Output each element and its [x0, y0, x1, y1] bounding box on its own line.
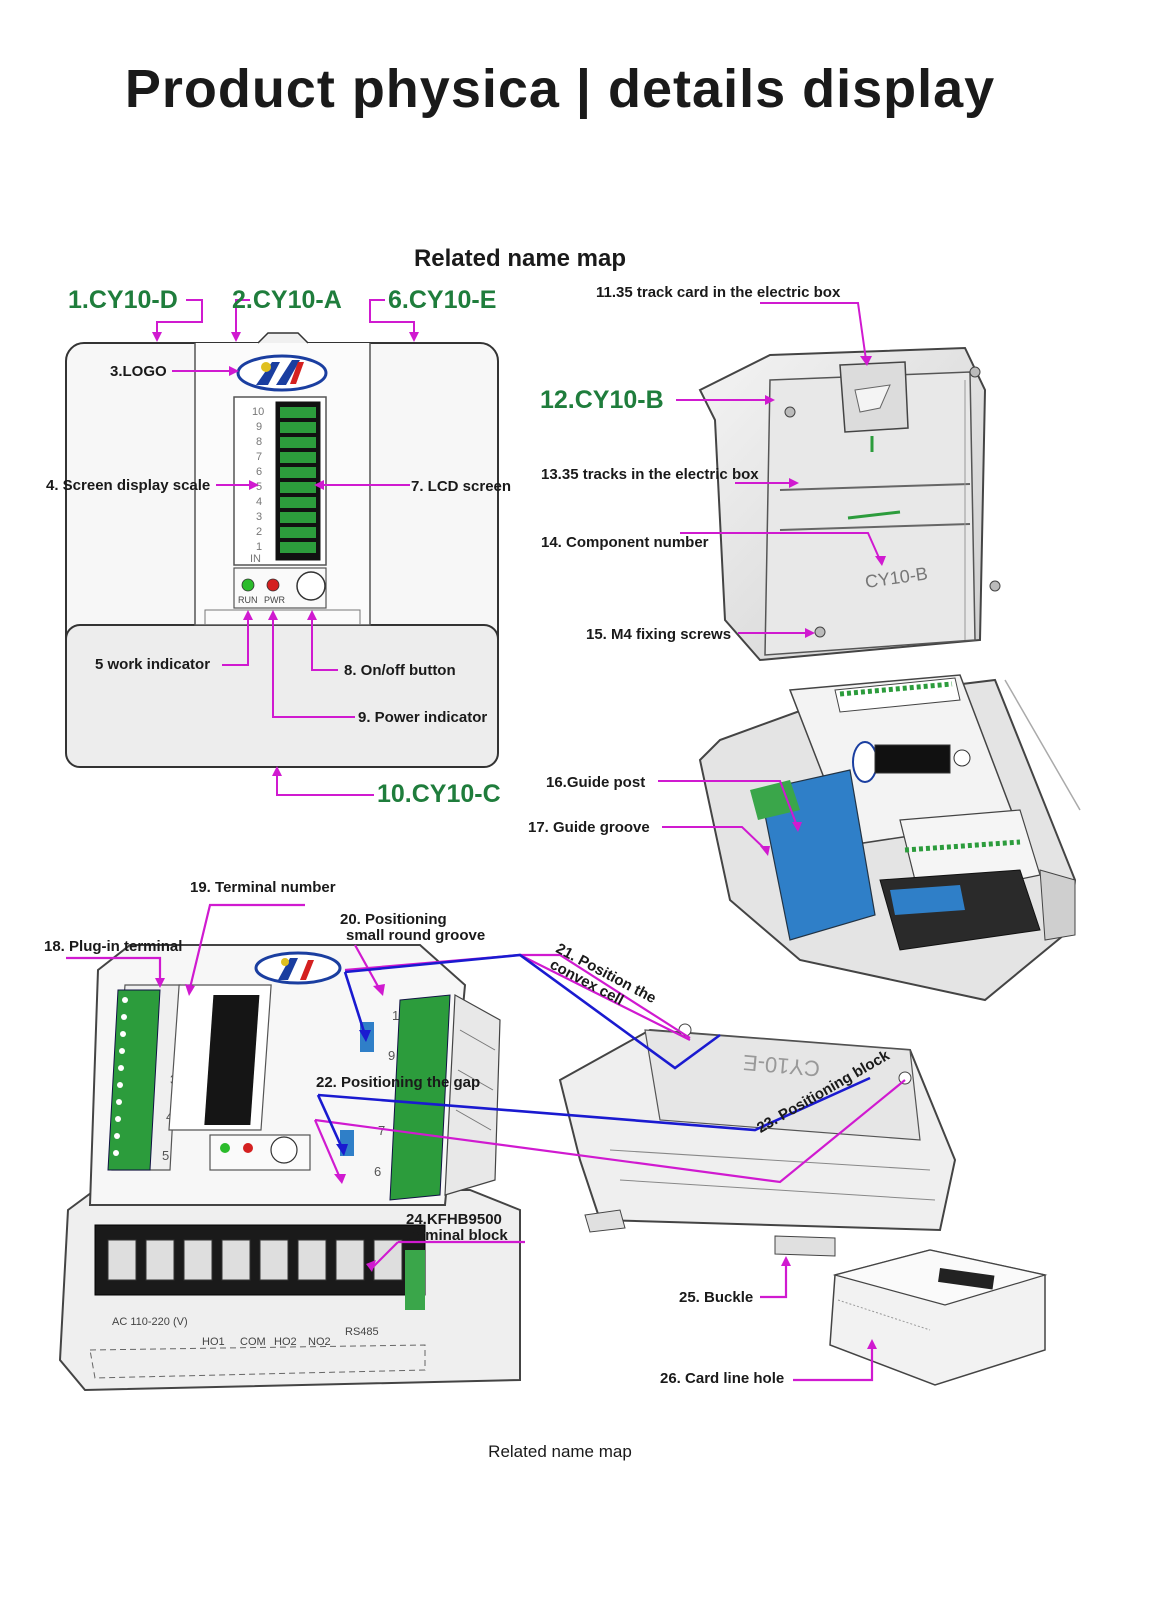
terminal-number: 7 — [378, 1123, 385, 1138]
front-view-device: 10 9 8 7 6 5 4 3 2 1 IN RUN PWR — [65, 332, 499, 768]
bottom-leaders-blue — [316, 953, 871, 1149]
strip-label: HO2 — [274, 1336, 297, 1348]
plug-terminal-pins — [113, 997, 128, 1156]
scale-tick: 1 — [256, 541, 262, 553]
back-view-device: CY10-B — [698, 346, 1001, 662]
screen-display-scale: 10 9 8 7 6 5 4 3 2 1 IN — [250, 406, 264, 565]
page-title: Product physica | details display — [124, 59, 996, 119]
strip-label: NO2 — [308, 1336, 331, 1348]
label-plug-in-terminal: 18. Plug-in terminal — [44, 938, 183, 955]
label-work-indicator: 5 work indicator — [95, 656, 211, 673]
front-view-leaders — [156, 299, 415, 796]
back-view-leaders — [676, 302, 881, 634]
strip-label: COM — [240, 1336, 266, 1348]
bottom-arrows-blue — [336, 1030, 371, 1156]
label-tracks-electric-box: 13.35 tracks in the electric box — [541, 466, 759, 483]
scale-tick: 8 — [256, 436, 262, 448]
code-cy10-b: 12.CY10-B — [540, 386, 664, 414]
code-cy10-d: 1.CY10-D — [68, 286, 178, 314]
power-led-icon — [266, 578, 280, 592]
scale-tick: 2 — [256, 526, 262, 538]
label-terminal-block-2: terminal block — [406, 1227, 508, 1244]
code-cy10-e: 6.CY10-E — [388, 286, 497, 314]
lcd-screen — [275, 401, 321, 561]
bottom-strip: AC 110-220 (V) HO1 COM HO2 NO2 RS485 — [112, 1316, 379, 1348]
label-guide-groove: 17. Guide groove — [528, 819, 650, 836]
logo-icon — [236, 354, 328, 392]
scale-tick: 7 — [256, 451, 262, 463]
label-on-off-button: 8. On/off button — [344, 662, 456, 679]
scale-tick: 9 — [256, 421, 262, 433]
card-module — [829, 1249, 1048, 1386]
terminal-device: 1 2 3 4 5 10 9 7 6 — [58, 944, 521, 1392]
label-track-card: 11.35 track card in the electric box — [596, 284, 841, 301]
scale-tick: 5 — [256, 481, 262, 493]
cy10-e-case: CY10-E — [558, 1023, 957, 1257]
label-card-line-hole: 26. Card line hole — [660, 1370, 785, 1387]
label-positioning-gap: 22. Positioning the gap — [316, 1074, 481, 1091]
strip-label: RS485 — [345, 1326, 379, 1338]
scale-unit: IN — [250, 553, 261, 565]
bottom-arrows — [155, 978, 877, 1349]
scale-tick: 6 — [256, 466, 262, 478]
code-cy10-c: 10.CY10-C — [377, 780, 501, 808]
back-view-arrows — [765, 356, 886, 638]
label-component-number: 14. Component number — [541, 534, 709, 551]
label-terminal-number: 19. Terminal number — [190, 879, 336, 896]
terminal-block-screws — [107, 1239, 403, 1281]
map-title: Related name map — [413, 245, 627, 272]
label-logo: 3.LOGO — [110, 363, 167, 380]
label-m4-fixing-screws: 15. M4 fixing screws — [586, 626, 732, 643]
label-positioning-groove-1: 20. Positioning — [340, 911, 447, 928]
label-power-indicator: 9. Power indicator — [358, 709, 488, 726]
footer-caption: Related name map — [488, 1442, 632, 1461]
terminal-number: 5 — [162, 1148, 169, 1163]
din-leaders — [658, 780, 798, 851]
scale-tick: 4 — [256, 496, 262, 508]
din-arrows — [760, 822, 802, 856]
strip-label: HO1 — [202, 1336, 225, 1348]
on-off-button-icon — [296, 571, 326, 601]
label-terminal-block-1: 24.KFHB9500 — [406, 1211, 502, 1228]
label-guide-post: 16.Guide post — [546, 774, 646, 791]
label-screen-display-scale: 4. Screen display scale — [46, 477, 211, 494]
label-lcd-screen: 7. LCD screen — [411, 478, 512, 495]
code-cy10-a: 2.CY10-A — [232, 286, 342, 314]
din-mounted-device — [698, 674, 1081, 1002]
terminal-number: 9 — [388, 1048, 395, 1063]
terminal-number: 6 — [374, 1164, 381, 1179]
run-label: RUN — [238, 595, 258, 605]
run-led-icon — [241, 578, 255, 592]
label-positioning-groove-2: small round groove — [346, 927, 486, 944]
label-buckle: 25. Buckle — [679, 1289, 754, 1306]
scale-tick: 10 — [252, 406, 264, 418]
strip-label: AC 110-220 (V) — [112, 1316, 188, 1328]
pwr-label: PWR — [264, 595, 285, 605]
front-view-arrows — [152, 332, 419, 776]
scale-tick: 3 — [256, 511, 262, 523]
